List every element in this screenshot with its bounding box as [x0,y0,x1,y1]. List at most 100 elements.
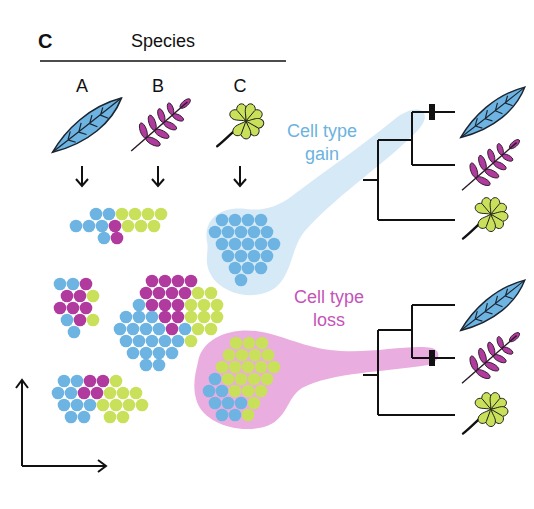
cell-dot [123,399,136,412]
cell-dot [133,311,146,324]
axis-arrows [16,380,106,472]
cell-dot [74,290,87,303]
cell-dot [192,287,205,300]
down-arrow [152,166,164,186]
cell-dot [140,347,153,360]
cell-dot [67,278,80,291]
band-shape [206,109,424,295]
cell-dot [87,314,100,327]
cell-dot [185,275,198,288]
header-text: Species [131,31,195,51]
callout-band: Cell type loss [190,284,445,434]
tip-leaf [463,196,510,239]
species-leaf [131,97,192,152]
cell-dot [80,302,93,315]
cell-dot [172,311,185,324]
cell-dot [211,299,224,312]
cell-dot [58,375,71,388]
cell-dot [67,302,80,315]
cell-dot [146,311,159,324]
cell-dot [84,375,97,388]
cell-dot [155,208,168,221]
cell-dot [52,387,65,400]
cell-dot [110,375,123,388]
cell-dot [153,323,166,336]
cell-dot [172,275,185,288]
tip-leaf [463,391,510,434]
tip-leaf [462,331,521,384]
down-arrow [234,166,246,186]
cell-dot [120,311,133,324]
cell-dot [71,399,84,412]
cell-dot [142,208,155,221]
cell-dot [133,335,146,348]
cell-dot [70,220,83,233]
branch-mark [429,104,435,120]
species-leaf [52,98,121,152]
cell-dot [205,287,218,300]
cell-dot [130,387,143,400]
cell-dot [129,208,142,221]
cell-dot [136,399,149,412]
cell-dot [104,411,117,424]
cell-dot [166,347,179,360]
header-rule [40,60,286,62]
cell-dot [146,275,159,288]
cell-dot [110,399,123,412]
tip-leaf [461,280,525,330]
species-letter: C [234,76,247,96]
cell-dot [135,220,148,233]
cell-dot [198,311,211,324]
cell-dot [127,347,140,360]
cell-dot [80,278,93,291]
cell-dot [185,299,198,312]
cell-dot [159,335,172,348]
cell-dot [84,399,97,412]
cell-dot [120,335,133,348]
cell-dot [166,323,179,336]
cell-dot [185,311,198,324]
cell-dot [205,323,218,336]
cell-dot [140,323,153,336]
cell-dot [122,220,135,233]
cell-dot [117,387,130,400]
cell-dot [90,208,103,221]
cell-dot [153,359,166,372]
cell-dot [179,287,192,300]
species-letter: B [152,76,164,96]
cell-dot [97,375,110,388]
cell-dot [83,220,96,233]
species-leaf [217,102,265,146]
cell-dot [179,323,192,336]
tip-leaf [461,87,525,137]
cell-dot [78,387,91,400]
cell-dot [65,387,78,400]
cell-dot [172,335,185,348]
cell-dot [74,314,87,327]
cell-dot [96,220,109,233]
cell-dot [65,411,78,424]
cell-dot [116,208,129,221]
cell-dot [166,287,179,300]
cell-dot [146,335,159,348]
callout-text: Cell type loss [285,286,373,332]
panel-letter: C [38,31,52,51]
cell-dot [146,299,159,312]
cell-dot [159,311,172,324]
cell-dot [140,287,153,300]
cell-dot [61,290,74,303]
cell-dot [54,278,67,291]
cell-dot [153,347,166,360]
cell-dot [98,232,111,245]
cell-dot [97,399,110,412]
cell-dot [159,299,172,312]
cell-dot [91,387,104,400]
cell-dot [127,323,140,336]
cell-dot [54,302,67,315]
cell-dot [185,335,198,348]
cell-dot [192,323,205,336]
cell-dot [153,287,166,300]
cell-dot [198,299,211,312]
callout-text: Cell type gain [278,120,366,166]
down-arrow [76,166,88,186]
